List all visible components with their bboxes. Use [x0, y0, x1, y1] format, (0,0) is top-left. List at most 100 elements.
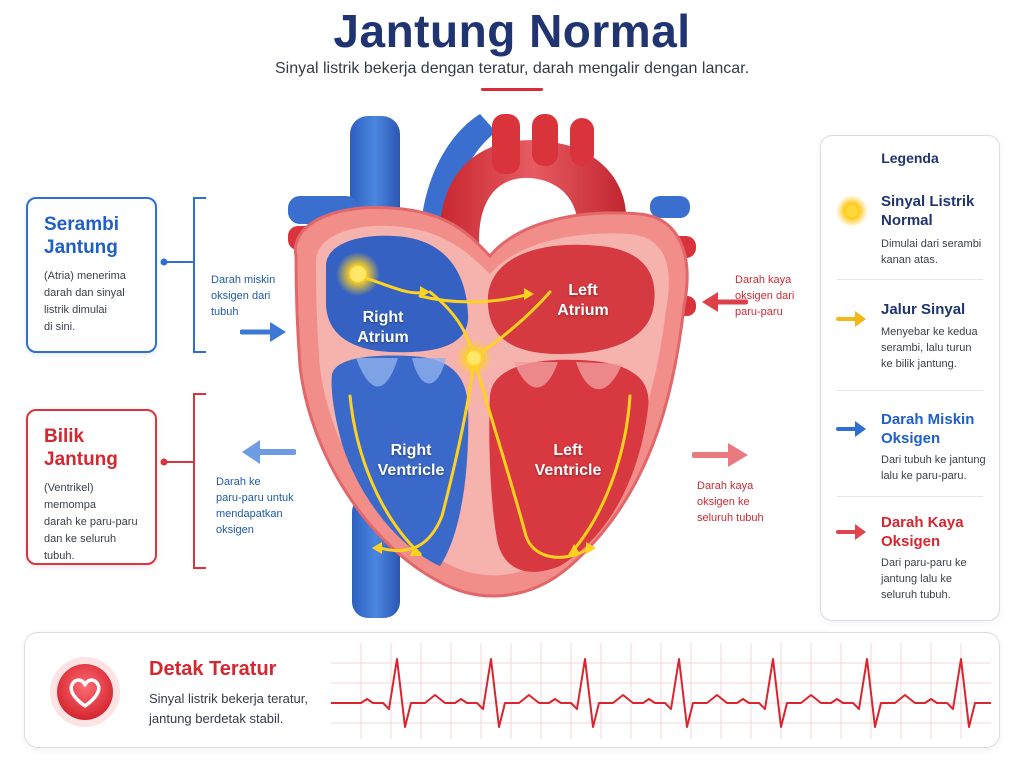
legend-desc-line: Dari paru-paru ke — [881, 557, 967, 569]
atria-card-title: Serambi Jantung — [44, 213, 143, 259]
blood-to-lungs-label: Darah ke paru-paru untuk mendapatkan oks… — [216, 474, 294, 538]
legend-desc-line: kanan atas. — [881, 254, 938, 266]
legend-desc-line: Dari tubuh ke jantung — [881, 454, 986, 466]
legend-panel: Legenda Sinyal Listrik Normal Dimulai da… — [820, 135, 1000, 621]
legend-title-line: Oksigen — [881, 430, 941, 447]
atria-title-line1: Serambi — [44, 214, 119, 235]
sa-node — [350, 266, 366, 282]
chamber-label-line: Ventricle — [534, 462, 602, 479]
atria-desc-line: (Atria) menerima — [44, 270, 126, 282]
legend-title-line: Jalur Sinyal — [881, 301, 966, 318]
blood-in-deoxygenated-label: Darah miskin oksigen dari tubuh — [211, 272, 275, 320]
ventricles-desc-line: (Ventrikel) memompa — [44, 482, 96, 511]
legend-desc-line: ke bilik jantung. — [881, 358, 957, 370]
annotation-line: oksigen — [216, 524, 254, 536]
left-atrium-chamber — [487, 244, 655, 354]
annotation-line: paru-paru — [735, 306, 783, 318]
chamber-label-line: Left — [553, 442, 583, 459]
legend-desc-line: jantung lalu ke — [881, 573, 952, 585]
atria-card-desc: (Atria) menerima darah dan sinyal listri… — [44, 268, 143, 336]
annotation-line: oksigen dari — [211, 290, 271, 302]
ventricles-desc-line: dan ke seluruh — [44, 533, 117, 545]
red-arrow-icon — [836, 524, 866, 540]
legend-desc-line: Dimulai dari serambi — [881, 238, 982, 250]
annotation-line: oksigen ke — [697, 496, 750, 508]
legend-title: Legenda — [881, 150, 939, 166]
ecg-grid — [331, 643, 991, 739]
legend-item-desc: Dimulai dari serambi kanan atas. — [881, 236, 993, 268]
blue-inflow-arrow-icon — [240, 322, 286, 342]
ventricles-title-line1: Bilik — [44, 426, 85, 447]
right-atrium-label: Right Atrium — [338, 308, 428, 348]
legend-title-line: Darah Miskin — [881, 411, 975, 428]
av-node — [467, 351, 481, 365]
atria-title-line2: Jantung — [44, 237, 118, 258]
heart-icon — [50, 657, 120, 727]
chamber-label-line: Atrium — [557, 302, 609, 319]
legend-divider — [837, 390, 983, 391]
ventricles-card-desc: (Ventrikel) memompa darah ke paru-paru d… — [44, 480, 143, 565]
atria-desc-line: listrik dimulai — [44, 304, 107, 316]
signal-pathway — [348, 274, 632, 559]
legend-desc-line: serambi, lalu turun — [881, 342, 972, 354]
legend-desc-line: seluruh tubuh. — [881, 589, 951, 601]
legend-item-title: Darah Kaya Oksigen — [881, 513, 993, 551]
red-outflow-arrow-icon — [692, 443, 748, 467]
annotation-line: Darah ke — [216, 476, 261, 488]
left-atrium-label: Left Atrium — [538, 281, 628, 321]
blue-arrow-icon — [836, 421, 866, 437]
banner-title: Detak Teratur — [149, 658, 277, 680]
chamber-label-line: Ventricle — [377, 462, 445, 479]
atria-bracket — [160, 197, 206, 353]
legend-title-line: Normal — [881, 212, 933, 229]
ventricles-bracket — [160, 393, 206, 569]
chamber-label-line: Left — [568, 282, 598, 299]
signal-arrowheads — [372, 286, 596, 556]
blood-to-body-label: Darah kaya oksigen ke seluruh tubuh — [697, 478, 764, 526]
red-inflow-arrow-icon — [702, 292, 748, 312]
right-ventricle-chamber — [331, 355, 469, 566]
banner-desc-line: Sinyal listrik bekerja teratur, — [149, 691, 308, 706]
legend-title-line: Darah Kaya — [881, 514, 964, 531]
title-divider — [481, 88, 543, 91]
annotation-line: tubuh — [211, 306, 239, 318]
legend-item-title: Jalur Sinyal — [881, 300, 993, 319]
legend-item-title: Sinyal Listrik Normal — [881, 192, 993, 230]
chamber-label-line: Right — [390, 442, 432, 459]
heart-diagram — [288, 114, 696, 618]
legend-divider — [837, 279, 983, 280]
atria-desc-line: di sini. — [44, 321, 76, 333]
annotation-line: seluruh tubuh — [697, 512, 764, 524]
legend-item-desc: Menyebar ke kedua serambi, lalu turun ke… — [881, 324, 993, 372]
left-ventricle-label: Left Ventricle — [520, 441, 616, 481]
page-subtitle: Sinyal listrik bekerja dengan teratur, d… — [274, 60, 750, 77]
legend-title-line: Sinyal Listrik — [881, 193, 975, 210]
legend-desc-line: Menyebar ke kedua — [881, 326, 978, 338]
annotation-line: Darah kaya — [697, 480, 754, 492]
ventricles-info-card: Bilik Jantung (Ventrikel) memompa darah … — [26, 409, 157, 565]
banner-desc-line: jantung berdetak stabil. — [149, 711, 284, 726]
blue-outflow-arrow-icon — [242, 440, 296, 464]
atria-desc-line: darah dan sinyal — [44, 287, 125, 299]
atria-info-card: Serambi Jantung (Atria) menerima darah d… — [26, 197, 157, 353]
ventricles-card-title: Bilik Jantung — [44, 425, 143, 471]
chamber-label-line: Right — [362, 309, 404, 326]
page-title: Jantung Normal — [333, 5, 691, 57]
chamber-label-line: Atrium — [357, 329, 409, 346]
legend-item-title: Darah Miskin Oksigen — [881, 410, 993, 448]
annotation-line: Darah miskin — [211, 274, 276, 286]
banner-desc: Sinyal listrik bekerja teratur, jantung … — [149, 689, 319, 729]
legend-desc-line: lalu ke paru-paru. — [881, 470, 967, 482]
blood-from-lungs-label: Darah kaya oksigen dari paru-paru — [735, 272, 794, 320]
left-ventricle-chamber — [489, 359, 649, 572]
annotation-line: oksigen dari — [735, 290, 795, 302]
legend-item-desc: Dari tubuh ke jantung lalu ke paru-paru. — [881, 452, 993, 484]
legend-divider — [837, 496, 983, 497]
right-ventricle-label: Right Ventricle — [363, 441, 459, 481]
heartbeat-banner: Detak Teratur Sinyal listrik bekerja ter… — [24, 632, 1000, 748]
ecg-line — [331, 658, 991, 728]
legend-title-line: Oksigen — [881, 533, 941, 550]
ecg-trace — [331, 643, 991, 739]
ventricles-title-line2: Jantung — [44, 449, 118, 470]
ventricles-desc-line: darah ke paru-paru — [44, 516, 138, 528]
